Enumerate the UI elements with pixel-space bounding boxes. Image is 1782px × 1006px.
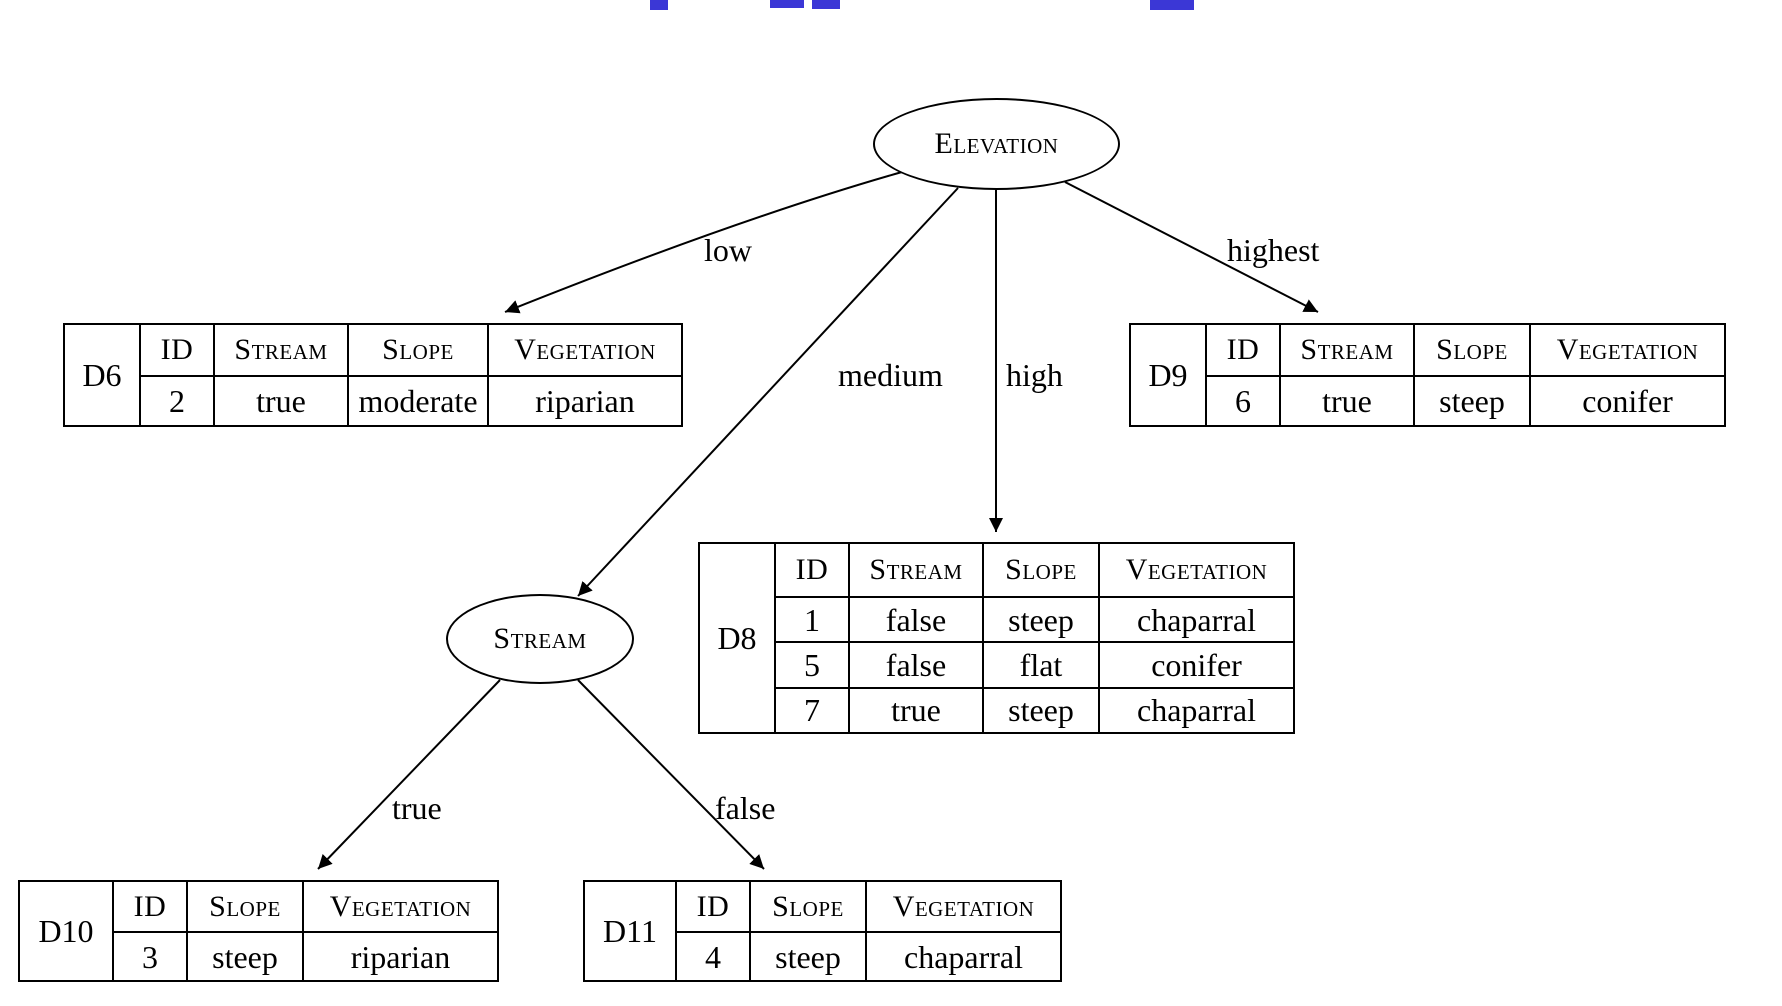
title-fragment-3 [812,0,840,9]
edge-label-low: low [704,232,752,268]
table-cell: 7 [774,686,850,735]
edge-label-highest: highest [1227,232,1320,268]
column-header: Vegetation [1529,323,1726,377]
stream-node-label: Stream [493,622,587,655]
edge-label-high: high [1006,357,1063,393]
column-header: Slope [347,323,489,377]
table-cell: riparian [487,375,683,427]
partition-name: D10 [18,880,114,982]
column-header: Stream [1279,323,1415,377]
partition-table-d8: D8 ID Stream Slope Vegetation 1 false st… [698,542,1295,735]
table-cell: flat [982,641,1100,689]
table-cell: steep [982,595,1100,644]
column-header: Slope [1413,323,1531,377]
table-cell: chaparral [1098,686,1295,735]
slide-title-fragment [0,0,1782,14]
partition-table-d6: D6 ID Stream Slope Vegetation 2 true mod… [63,323,683,427]
elevation-node-label: Elevation [934,127,1059,160]
table-cell: steep [1413,375,1531,427]
column-header: Vegetation [302,880,499,933]
table-cell: 2 [139,375,215,427]
edge-medium [577,187,959,597]
partition-table-d11: D11 ID Slope Vegetation 4 steep chaparra… [583,880,1062,982]
column-header: ID [139,323,215,377]
table-cell: false [848,641,984,689]
table-cell: steep [982,686,1100,735]
table-cell: steep [186,931,304,982]
table-cell: true [213,375,349,427]
column-header: Slope [186,880,304,933]
partition-name: D8 [698,542,776,734]
column-header: Vegetation [865,880,1062,933]
edge-label-false: false [715,790,776,826]
table-cell: chaparral [865,931,1062,982]
edge-highest [1064,181,1319,313]
stream-node: Stream [446,594,634,684]
edge-label-true: true [392,790,442,826]
table-cell: 3 [112,931,188,982]
table-cell: moderate [347,375,489,427]
title-fragment-2 [770,0,804,8]
column-header: Slope [749,880,867,933]
partition-name: D11 [583,880,677,982]
table-cell: 4 [675,931,751,982]
column-header: Stream [213,323,349,377]
table-cell: conifer [1098,641,1295,689]
elevation-node: Elevation [873,98,1120,190]
column-header: Vegetation [1098,542,1295,598]
edge-true [317,679,501,870]
column-header: ID [675,880,751,933]
column-header: ID [112,880,188,933]
table-cell: false [848,595,984,644]
column-header: Slope [982,542,1100,598]
partition-name: D9 [1129,323,1207,427]
table-cell: true [848,686,984,735]
table-cell: steep [749,931,867,982]
column-header: ID [1205,323,1281,377]
partition-table-d10: D10 ID Slope Vegetation 3 steep riparian [18,880,499,982]
title-fragment-4 [1150,0,1194,10]
table-cell: chaparral [1098,595,1295,644]
column-header: Vegetation [487,323,683,377]
column-header: ID [774,542,850,598]
partition-table-d9: D9 ID Stream Slope Vegetation 6 true ste… [1129,323,1726,427]
edge-false [577,679,765,870]
table-cell: 6 [1205,375,1281,427]
table-cell: 5 [774,641,850,689]
table-cell: 1 [774,595,850,644]
edge-label-medium: medium [838,357,943,393]
edge-low [504,171,903,314]
table-cell: conifer [1529,375,1726,427]
table-cell: true [1279,375,1415,427]
title-fragment-1 [650,0,668,10]
table-cell: riparian [302,931,499,982]
partition-name: D6 [63,323,141,427]
column-header: Stream [848,542,984,598]
